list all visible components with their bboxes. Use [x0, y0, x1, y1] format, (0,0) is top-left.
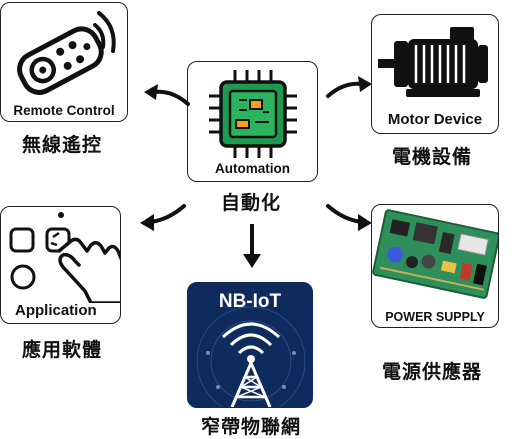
nbiot-box: NB-IoT — [187, 282, 313, 408]
touch-screen-icon — [9, 212, 120, 303]
arrow-to-remote — [144, 84, 190, 106]
arrow-to-nbiot — [243, 224, 261, 268]
remote-control-label: Remote Control — [13, 103, 115, 118]
power-supply-box: POWER SUPPLY — [371, 204, 499, 328]
motor-device-box: Motor Device — [371, 14, 499, 134]
automation-label: Automation — [215, 161, 290, 176]
pcb-board-icon — [372, 209, 498, 299]
power-supply-label: POWER SUPPLY — [385, 310, 485, 324]
remote-control-caption: 無線遙控 — [22, 134, 103, 156]
motor-device-caption: 電機設備 — [392, 146, 473, 168]
automation-caption: 自動化 — [221, 192, 282, 214]
nbiot-label: NB-IoT — [218, 291, 282, 312]
arrow-to-application — [140, 204, 186, 231]
application-label: Application — [15, 302, 97, 319]
cell-tower-icon — [196, 306, 306, 407]
automation-box: Automation — [187, 61, 318, 182]
motor-icon — [378, 27, 488, 97]
arrow-to-power-supply — [326, 204, 372, 231]
remote-control-box: Remote Control — [0, 2, 128, 122]
arrow-to-motor — [326, 76, 372, 98]
remote-control-icon — [17, 11, 116, 95]
application-box: Application — [0, 206, 121, 324]
power-supply-caption: 電源供應器 — [382, 361, 483, 383]
motor-device-label: Motor Device — [387, 111, 483, 128]
application-caption: 應用軟體 — [22, 339, 103, 361]
nbiot-caption: 窄帶物聯網 — [201, 416, 302, 438]
microchip-icon — [209, 70, 297, 158]
